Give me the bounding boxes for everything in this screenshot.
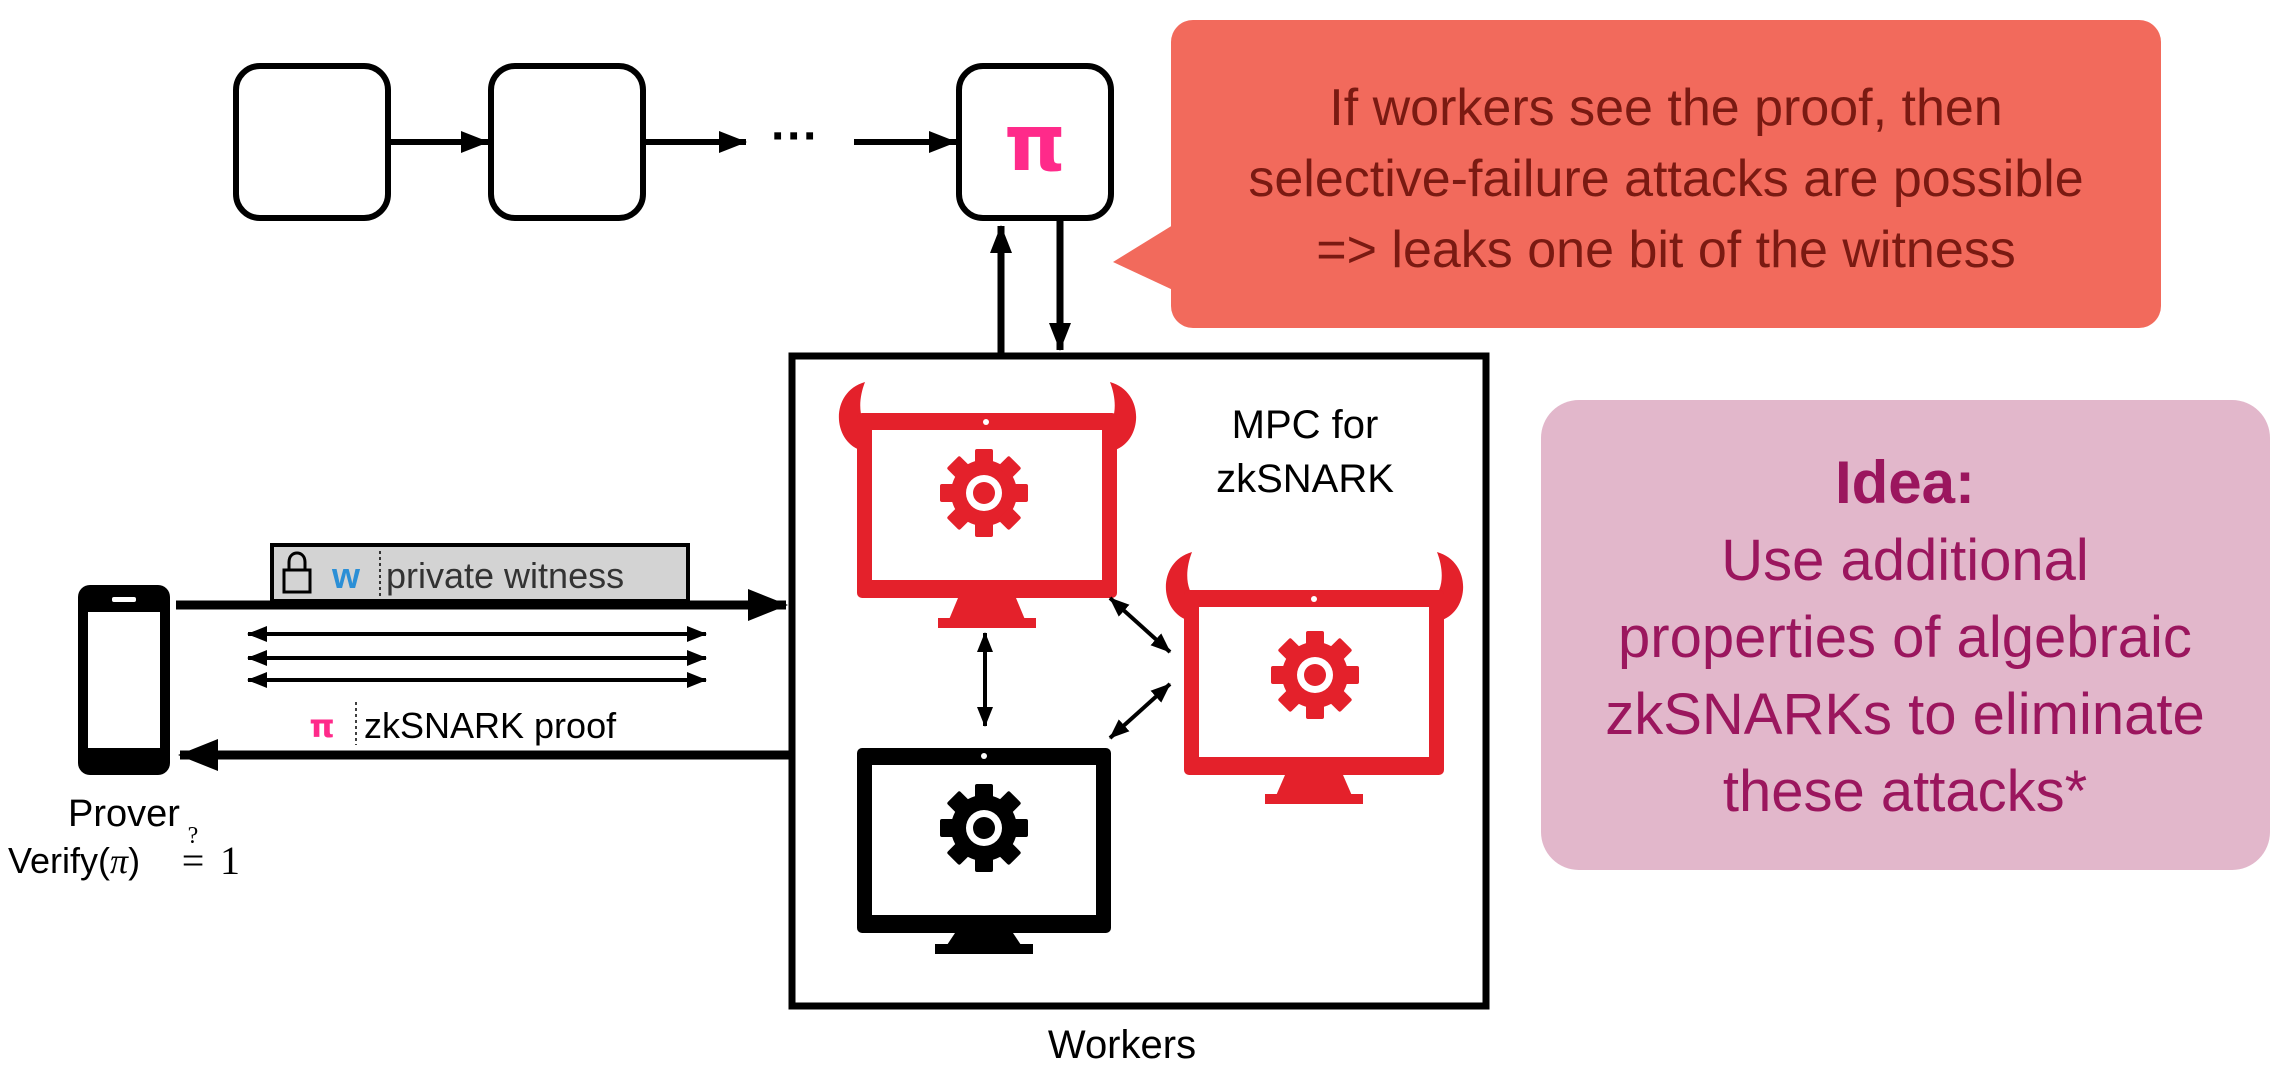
chain-ellipsis: ··· [771, 110, 819, 163]
idea-line-1: Use additional [1721, 528, 2089, 593]
warning-line-2: selective-failure attacks are possible [1248, 150, 2083, 208]
idea-heading: Idea: [1835, 449, 1975, 516]
idea-line-2: properties of algebraic [1618, 605, 2192, 670]
malicious-worker-2 [1165, 552, 1464, 804]
interaction-arrows [247, 626, 707, 688]
proof-symbol: π [309, 707, 334, 745]
verify-equals: = [182, 838, 205, 883]
warning-callout: If workers see the proof, then selective… [1113, 20, 2161, 328]
chain-block-final [956, 63, 1114, 221]
smartphone-icon [78, 585, 170, 775]
prover-label: Prover [68, 793, 180, 835]
warning-line-1: If workers see the proof, then [1329, 79, 2002, 137]
mpc-label-line-1: MPC for [1232, 403, 1379, 447]
gear-icon [940, 784, 1028, 872]
svg-text:Verify(π): Verify(π) [8, 840, 140, 881]
idea-line-4: these attacks* [1723, 759, 2087, 824]
lock-icon [282, 551, 312, 594]
idea-callout: Idea: Use additional properties of algeb… [1541, 400, 2270, 870]
worker-link-bottom-right [1108, 682, 1172, 740]
gear-icon [1271, 631, 1359, 719]
honest-worker [857, 748, 1111, 954]
workers-label: Workers [1048, 1023, 1196, 1066]
final-block-pi-symbol: π [1004, 99, 1066, 189]
proof-label: zkSNARK proof [364, 705, 617, 746]
malicious-worker-1 [838, 382, 1137, 628]
witness-symbol: w [331, 555, 361, 596]
witness-label: private witness [386, 555, 624, 596]
mpc-label-line-2: zkSNARK [1216, 457, 1394, 501]
chain-block-1 [233, 63, 391, 221]
warning-line-3: => leaks one bit of the witness [1316, 221, 2016, 279]
verify-question-mark: ? [188, 823, 199, 849]
chain-block-2 [488, 63, 646, 221]
idea-line-3: zkSNARKs to eliminate [1605, 682, 2205, 747]
witness-banner: w private witness [270, 543, 690, 603]
worker-link-top-right [1108, 596, 1172, 654]
blockchain-chain: ··· π [233, 63, 1114, 221]
verify-pi: π [110, 841, 129, 881]
verify-result: 1 [220, 838, 240, 883]
proof-banner: π zkSNARK proof [309, 702, 617, 746]
verify-close: ) [128, 840, 140, 881]
verify-equation: Verify(π) ? = 1 [8, 823, 240, 883]
verify-func: Verify( [8, 840, 110, 881]
gear-icon [940, 449, 1028, 537]
